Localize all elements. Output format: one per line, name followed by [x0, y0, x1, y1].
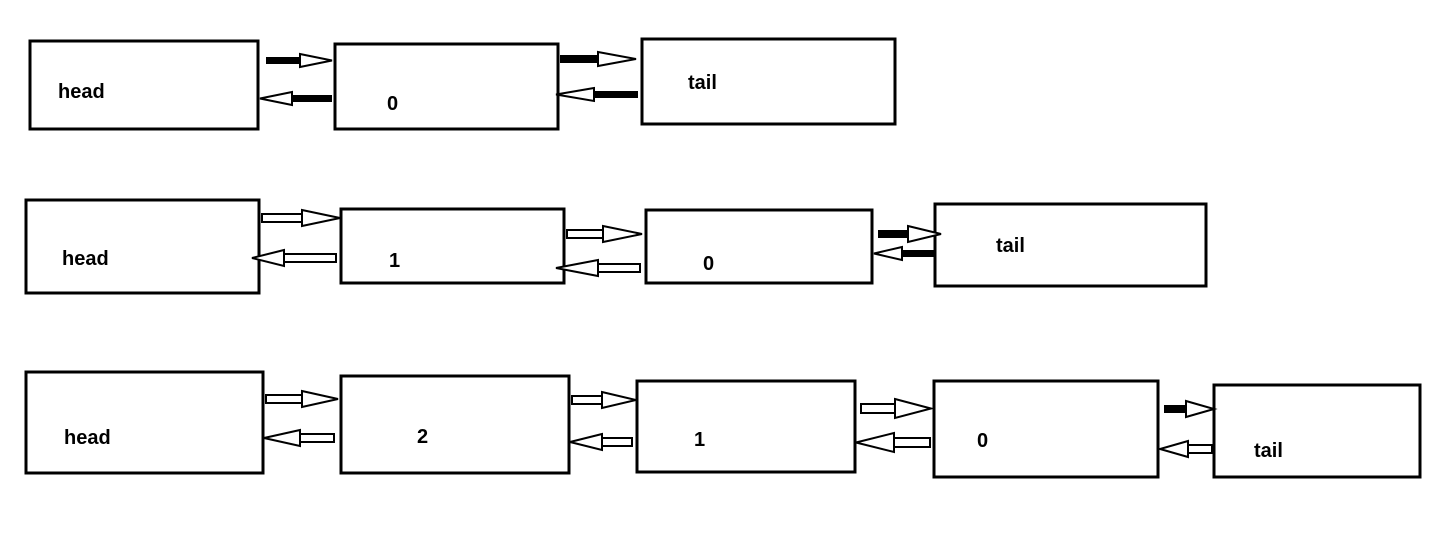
node-box-head: [24, 198, 261, 295]
node-box-head: [28, 39, 260, 131]
next-arrow: [266, 52, 333, 69]
prev-arrow: [251, 248, 337, 268]
prev-arrow: [855, 431, 931, 454]
next-arrow: [265, 389, 339, 409]
node-box-1: [635, 379, 857, 474]
next-arrow: [571, 390, 637, 410]
node-box-0: [932, 379, 1160, 479]
node-box-tail: [933, 202, 1208, 288]
node-box-0: [333, 42, 560, 131]
next-arrow: [261, 208, 341, 228]
node-box-2: [339, 374, 571, 475]
prev-arrow: [569, 432, 633, 452]
node-label-tail: tail: [688, 72, 717, 94]
next-arrow: [860, 397, 935, 420]
node-box-head: [24, 370, 265, 475]
list-row-1: head 0 tail: [28, 37, 897, 131]
list-row-2: head 1 0 tail: [24, 198, 1208, 295]
prev-arrow: [873, 245, 934, 262]
node-box-tail: [1212, 383, 1422, 479]
node-label-tail: tail: [996, 235, 1025, 257]
list-row-3: head 2 1 0 tail: [24, 370, 1422, 479]
node-label-tail: tail: [1254, 440, 1283, 462]
prev-arrow: [259, 90, 332, 107]
prev-arrow: [555, 86, 638, 103]
node-label-2: 2: [417, 426, 428, 448]
node-label-0: 0: [703, 253, 714, 275]
next-arrow: [566, 224, 643, 244]
node-label-0: 0: [387, 93, 398, 115]
node-box-1: [339, 207, 566, 285]
node-box-0: [644, 208, 874, 285]
next-arrow: [1164, 399, 1218, 419]
node-label-1: 1: [694, 429, 705, 451]
node-label-head: head: [62, 248, 109, 270]
prev-arrow: [555, 258, 641, 278]
node-label-0: 0: [977, 430, 988, 452]
node-label-1: 1: [389, 250, 400, 272]
prev-arrow: [1156, 439, 1213, 459]
node-label-head: head: [58, 81, 105, 103]
node-box-tail: [640, 37, 897, 126]
next-arrow: [878, 224, 942, 244]
node-label-head: head: [64, 427, 111, 449]
prev-arrow: [263, 428, 335, 448]
next-arrow: [560, 50, 637, 68]
